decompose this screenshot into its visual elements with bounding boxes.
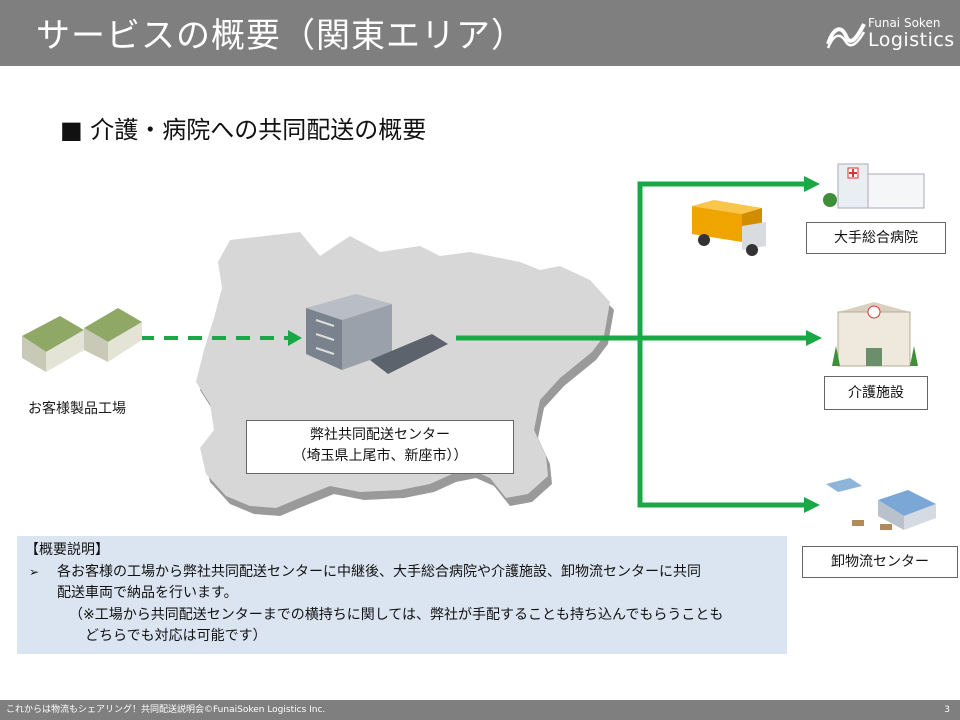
arrow-head-wholesale — [804, 497, 820, 513]
header-bar: サービスの概要（関東エリア） Funai Soken Logistics — [0, 0, 960, 66]
center-name: 弊社共同配送センター — [310, 427, 450, 443]
summary-note-1: （※工場から共同配送センターまでの横持ちに関しては、弊社が手配することも持ち込ん… — [69, 607, 724, 623]
distribution-center-icon — [306, 294, 448, 374]
factory-label: お客様製品工場 — [28, 401, 126, 417]
center-location: （埼玉県上尾市、新座市）） — [292, 448, 468, 464]
section-heading: ■ 介護・病院への共同配送の概要 — [60, 116, 427, 144]
hospital-icon — [823, 163, 925, 209]
bullet-arrow-icon: ➢ — [29, 565, 40, 579]
wholesale-center-label: 卸物流センター — [802, 546, 958, 578]
footer-copyright: これからは物流もシェアリング！共同配送説明会©FunaiSoken Logist… — [6, 705, 326, 715]
page-number: 3 — [944, 705, 950, 715]
summary-box: 【概要説明】 ➢ 各お客様の工場から弊社共同配送センターに中継後、大手総合病院や… — [17, 536, 787, 654]
care-facility-icon — [832, 302, 918, 367]
summary-note-2: どちらでも対応は可能です） — [85, 628, 267, 644]
arrow-head-hospital — [804, 176, 820, 192]
dashed-arrow-head — [288, 330, 302, 346]
company-logo: Funai Soken Logistics — [826, 14, 956, 54]
care-facility-label: 介護施設 — [824, 376, 928, 410]
summary-line-2: 配送車両で納品を行います。 — [57, 585, 238, 601]
footer-bar: これからは物流もシェアリング！共同配送説明会©FunaiSoken Logist… — [0, 700, 960, 720]
summary-line-1: 各お客様の工場から弊社共同配送センターに中継後、大手総合病院や介護施設、卸物流セ… — [57, 564, 701, 580]
logo-wordmark: Logistics — [868, 29, 955, 51]
logo-company-name: Funai Soken — [868, 16, 941, 30]
distribution-center-label: 弊社共同配送センター （埼玉県上尾市、新座市）） — [246, 420, 514, 474]
summary-title: 【概要説明】 — [25, 542, 109, 558]
arrow-head-care — [806, 330, 822, 346]
factory-icon — [22, 308, 142, 372]
logo-wave-icon — [826, 23, 866, 49]
truck-icon — [692, 200, 766, 256]
warehouse-icon — [826, 478, 936, 530]
page-title: サービスの概要（関東エリア） — [36, 16, 526, 56]
delivery-arrows — [456, 181, 808, 508]
hospital-label: 大手総合病院 — [806, 222, 946, 254]
